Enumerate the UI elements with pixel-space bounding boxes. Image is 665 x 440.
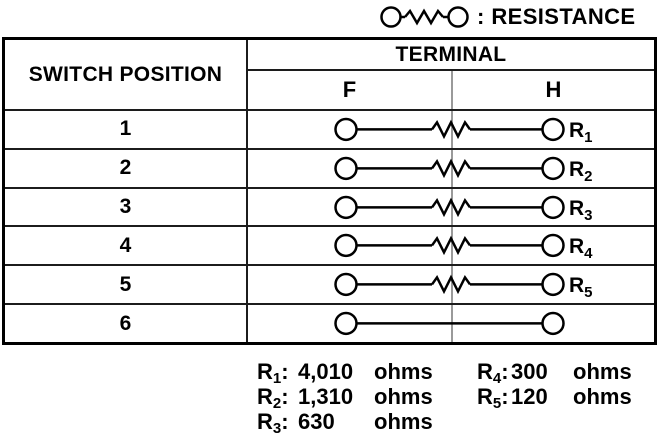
switch-position-cell: 3 [5, 188, 248, 226]
resistor-label: R5 [569, 274, 593, 301]
terminal-connection-cell: R4 [248, 227, 654, 265]
resistor-connection-graphic: R1 [334, 117, 593, 146]
direct-connection-graphic [334, 311, 565, 336]
table-row-1: 1 R1 [5, 111, 654, 150]
terminal-h-header: H [545, 77, 562, 102]
terminal-h-circle [541, 195, 565, 219]
resistance-legend: : RESISTANCE [380, 2, 636, 32]
resistor-icon [430, 236, 472, 256]
resistor-label: R2 [569, 158, 593, 185]
resistor-label: R4: [477, 359, 509, 387]
table-row-3: 3 R3 [5, 188, 654, 228]
column-divider-line [451, 188, 453, 226]
resistance-unit: ohms [573, 359, 632, 384]
resistor-connection-graphic: R3 [334, 195, 593, 224]
column-divider-line [451, 266, 453, 304]
resistance-value-r4: R4: 300 ohms [477, 359, 632, 387]
resistor-symbol-icon [380, 6, 469, 28]
resistor-connection-graphic: R5 [334, 273, 593, 301]
resistor-label: R2: [257, 384, 289, 412]
terminal-header-group: TERMINAL F H [248, 40, 654, 109]
terminal-subheader-row: F H [248, 71, 654, 109]
terminal-connection-cell: R2 [248, 149, 654, 187]
terminal-f-circle [334, 195, 358, 219]
terminal-f-circle [334, 311, 358, 336]
resistance-unit: ohms [374, 384, 433, 409]
resistor-label: R4 [569, 235, 593, 262]
terminal-h-circle [541, 117, 565, 142]
resistance-value: 300 [511, 359, 548, 384]
switch-position-header: SWITCH POSITION [5, 40, 248, 109]
resistor-icon [430, 274, 472, 295]
resistor-label: R3 [569, 197, 593, 224]
resistor-label: R1: [257, 359, 289, 387]
terminal-f-circle [334, 273, 358, 297]
terminal-h-circle [541, 273, 565, 297]
resistance-value-r5: R5: 120 ohms [477, 384, 632, 412]
switch-position-cell: 4 [5, 227, 248, 265]
terminal-f-circle [334, 117, 358, 142]
resistance-unit: ohms [573, 384, 632, 409]
table-row-4: 4 R4 [5, 227, 654, 267]
switch-position-cell: 2 [5, 149, 248, 187]
resistor-icon [430, 119, 472, 140]
resistance-unit: ohms [374, 359, 433, 384]
resistor-label: R1 [569, 119, 593, 146]
resistance-unit: ohms [374, 409, 433, 434]
terminal-connection-cell: R1 [248, 111, 654, 148]
resistor-label: R5: [477, 384, 509, 412]
terminal-h-circle [541, 311, 565, 336]
table-row-6: 6 [5, 305, 654, 342]
resistor-connection-graphic: R2 [334, 156, 593, 185]
resistance-values-left: R1: 4,010 ohms R2: 1,310 ohms R3: 630 oh… [257, 359, 433, 437]
terminal-h-circle [541, 234, 565, 258]
resistance-value: 630 [298, 409, 335, 434]
column-divider-line [451, 111, 453, 148]
resistor-icon [430, 197, 472, 217]
resistance-value: 120 [511, 384, 548, 409]
terminal-f-header: F [248, 71, 453, 109]
table-row-2: 2 R2 [5, 149, 654, 189]
terminal-h-circle [541, 156, 565, 180]
resistance-value: 1,310 [298, 384, 354, 409]
table-header-row: SWITCH POSITION TERMINAL F H [5, 40, 654, 111]
switch-terminal-table: SWITCH POSITION TERMINAL F H 1 [2, 37, 657, 345]
table-row-5: 5 R5 [5, 266, 654, 306]
column-divider-line [451, 149, 453, 187]
switch-position-cell: 1 [5, 111, 248, 148]
resistance-value-r3: R3: 630 ohms [257, 409, 433, 437]
column-divider-line [451, 227, 453, 265]
terminal-connection-cell [248, 305, 654, 342]
resistance-value-r1: R1: 4,010 ohms [257, 359, 433, 387]
terminal-connection-cell: R3 [248, 188, 654, 226]
switch-position-cell: 5 [5, 266, 248, 304]
legend-label: RESISTANCE [491, 4, 636, 29]
resistance-values-right: R4: 300 ohms R5: 120 ohms [477, 359, 632, 412]
resistance-value-r2: R2: 1,310 ohms [257, 384, 433, 412]
resistor-label: R3: [257, 409, 289, 437]
switch-position-cell: 6 [5, 305, 248, 342]
terminal-f-circle [334, 234, 358, 258]
resistor-connection-graphic: R4 [334, 234, 593, 262]
legend-colon: : [477, 4, 485, 29]
terminal-connection-cell: R5 [248, 266, 654, 304]
terminal-header: TERMINAL [248, 40, 654, 71]
resistor-icon [430, 158, 472, 178]
terminal-f-circle [334, 156, 358, 180]
resistance-value: 4,010 [298, 359, 354, 384]
